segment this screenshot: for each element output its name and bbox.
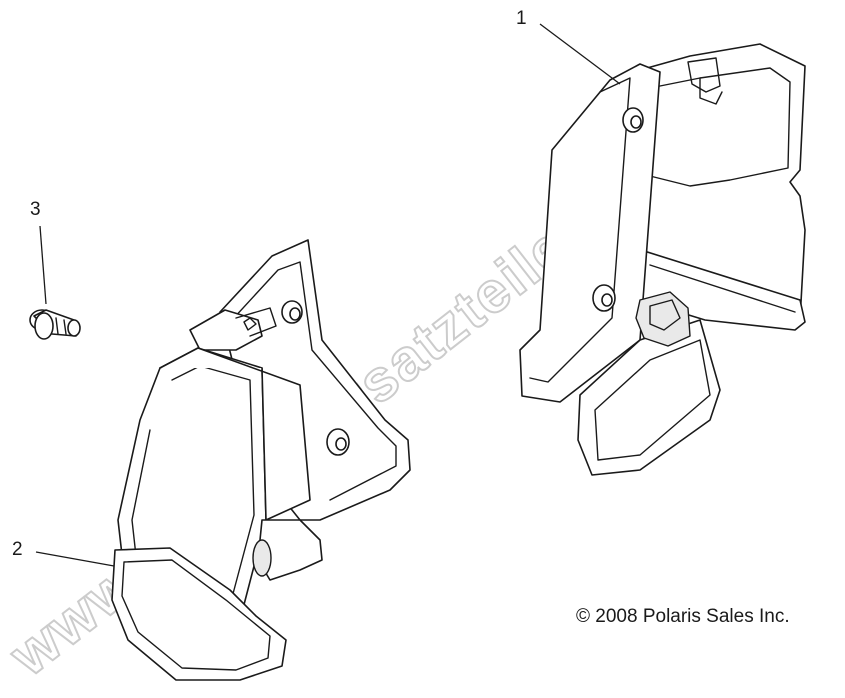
leader-line-3 bbox=[39, 225, 47, 305]
part-3-screw bbox=[29, 309, 81, 340]
callout-2-label: 2 bbox=[12, 539, 23, 560]
part-1-panel bbox=[519, 43, 806, 476]
part-2-panel bbox=[111, 239, 411, 681]
copyright-text: © 2008 Polaris Sales Inc. bbox=[576, 606, 790, 627]
callout-3-label: 3 bbox=[30, 199, 41, 220]
callout-1: 1 bbox=[516, 8, 621, 85]
leader-line-1 bbox=[539, 23, 621, 85]
callout-1-label: 1 bbox=[516, 8, 527, 29]
leader-line-2 bbox=[35, 551, 115, 567]
callout-2: 2 bbox=[12, 539, 115, 567]
callout-3: 3 bbox=[30, 199, 47, 305]
